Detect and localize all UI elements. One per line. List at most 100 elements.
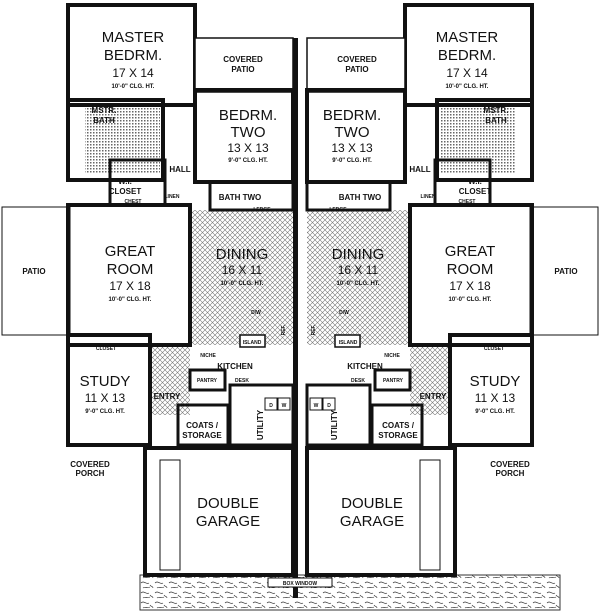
right-master-bath <box>435 98 534 182</box>
left-bedroom-two-dims: 13 X 13 <box>227 141 269 155</box>
left-master-ceiling: 10'-0" CLG. HT. <box>112 84 155 90</box>
left-garage-2: GARAGE <box>196 513 260 530</box>
right-wi-closet-2: CLOSET <box>459 187 492 196</box>
left-study <box>66 333 152 447</box>
right-great-room-1: GREAT <box>445 243 496 260</box>
left-washer <box>277 397 291 411</box>
right-great-room <box>408 203 534 347</box>
left-entry-floor <box>150 345 190 415</box>
left-great-room-2: ROOM <box>107 261 154 278</box>
left-island-label: ISLAND <box>243 340 262 346</box>
left-covered-patio-2: PATIO <box>231 65 254 74</box>
left-ref: REF. <box>281 324 287 335</box>
left-garage-1: DOUBLE <box>197 495 259 512</box>
right-washer <box>309 397 323 411</box>
right-closet: CLOSET <box>484 346 504 352</box>
right-master-name-1: MASTER <box>436 29 499 46</box>
left-study-name: STUDY <box>80 373 131 390</box>
left-linen: LINEN <box>165 194 180 200</box>
left-great-room <box>66 203 192 347</box>
left-dining-ceiling: 10'-0" CLG. HT. <box>221 281 264 287</box>
right-patio-label: PATIO <box>554 267 577 276</box>
right-master-bath-1: MSTR. <box>484 106 509 115</box>
right-dining-dims: 16 X 11 <box>338 263 379 277</box>
right-wi-closet-1: W.I. <box>468 177 482 186</box>
right-kitchen-pantry <box>373 368 412 392</box>
right-garage-2: GARAGE <box>340 513 404 530</box>
left-great-room-1: GREAT <box>105 243 156 260</box>
left-dryer <box>264 397 278 411</box>
right-bedroom-two-2: TWO <box>335 124 370 141</box>
right-coats-storage-1: COATS / <box>382 421 415 430</box>
right-garage-1: DOUBLE <box>341 495 403 512</box>
left-dining-floor <box>190 210 293 345</box>
left-dishwasher: D/W <box>251 310 261 316</box>
left-patio-label: PATIO <box>22 267 45 276</box>
right-covered-porch-2: PORCH <box>496 469 525 478</box>
left-wi-closet-1: W.I. <box>118 177 132 186</box>
left-bedroom-two-ceiling: 9'-0" CLG. HT. <box>228 158 268 164</box>
right-master-bath-2: BATH <box>485 116 507 125</box>
left-wi-closet-2: CLOSET <box>109 187 142 196</box>
right-bedroom-two-ceiling: 9'-0" CLG. HT. <box>332 158 372 164</box>
left-entry: ENTRY <box>154 392 181 401</box>
left-bedroom-two-2: TWO <box>231 124 266 141</box>
right-great-room-2: ROOM <box>447 261 494 278</box>
left-bath-floor <box>85 108 160 173</box>
right-covered-patio <box>306 37 406 93</box>
right-chest: CHEST <box>459 199 476 205</box>
left-study-dims: 11 X 13 <box>85 391 126 405</box>
right-dryer-label: D <box>327 403 331 409</box>
left-master-name-2: BEDRM. <box>104 47 162 64</box>
right-bath-two: BATH TWO <box>339 193 382 202</box>
right-bedroom-two-1: BEDRM. <box>323 107 381 124</box>
right-dining-floor <box>307 210 410 345</box>
right-entry-floor <box>410 345 450 415</box>
left-utility-label: UTILITY <box>256 409 265 440</box>
right-island <box>334 334 361 348</box>
left-bedroom-two-1: BEDRM. <box>219 107 277 124</box>
right-entry: ENTRY <box>420 392 447 401</box>
right-study-dims: 11 X 13 <box>475 391 516 405</box>
right-ref: REF. <box>311 324 317 335</box>
right-master-dims: 17 X 14 <box>446 66 488 80</box>
right-pantry: PANTRY <box>383 378 404 384</box>
right-island-label: ISLAND <box>339 340 358 346</box>
left-dining-dims: 16 X 11 <box>222 263 263 277</box>
right-study-ceiling: 9'-0" CLG. HT. <box>475 409 515 415</box>
left-master-dims: 17 X 14 <box>112 66 154 80</box>
right-utility-label: UTILITY <box>330 409 339 440</box>
left-niche: NICHE <box>200 353 216 359</box>
left-washer-label: W <box>282 403 287 409</box>
left-ledge: LEDGE <box>253 207 271 213</box>
left-kitchen-pantry <box>188 368 227 392</box>
right-patio <box>529 206 599 336</box>
left-covered-porch-2: PORCH <box>76 469 105 478</box>
right-great-room-ceiling: 10'-0" CLG. HT. <box>449 297 492 303</box>
left-closet: CLOSET <box>96 346 116 352</box>
right-master-ceiling: 10'-0" CLG. HT. <box>446 84 489 90</box>
right-bedroom-two-dims: 13 X 13 <box>331 141 373 155</box>
right-dryer <box>322 397 336 411</box>
party-wall <box>293 38 298 598</box>
left-dining: DINING <box>216 246 269 263</box>
right-study <box>448 333 534 447</box>
left-pantry: PANTRY <box>197 378 218 384</box>
left-coats-storage-1: COATS / <box>186 421 219 430</box>
left-covered-patio <box>194 37 294 93</box>
left-great-room-dims: 17 X 18 <box>109 279 151 293</box>
left-great-room-ceiling: 10'-0" CLG. HT. <box>109 297 152 303</box>
landscape-bed <box>139 574 561 611</box>
right-covered-porch-1: COVERED <box>490 460 530 469</box>
left-coats-storage <box>176 403 230 447</box>
right-kitchen: KITCHEN <box>347 362 383 371</box>
left-master-name-1: MASTER <box>102 29 165 46</box>
right-covered-patio-2: PATIO <box>345 65 368 74</box>
left-island <box>239 334 266 348</box>
right-dishwasher: D/W <box>339 310 349 316</box>
right-garage-door <box>419 459 441 571</box>
left-master-bath <box>66 98 165 182</box>
left-hall: HALL <box>169 165 190 174</box>
